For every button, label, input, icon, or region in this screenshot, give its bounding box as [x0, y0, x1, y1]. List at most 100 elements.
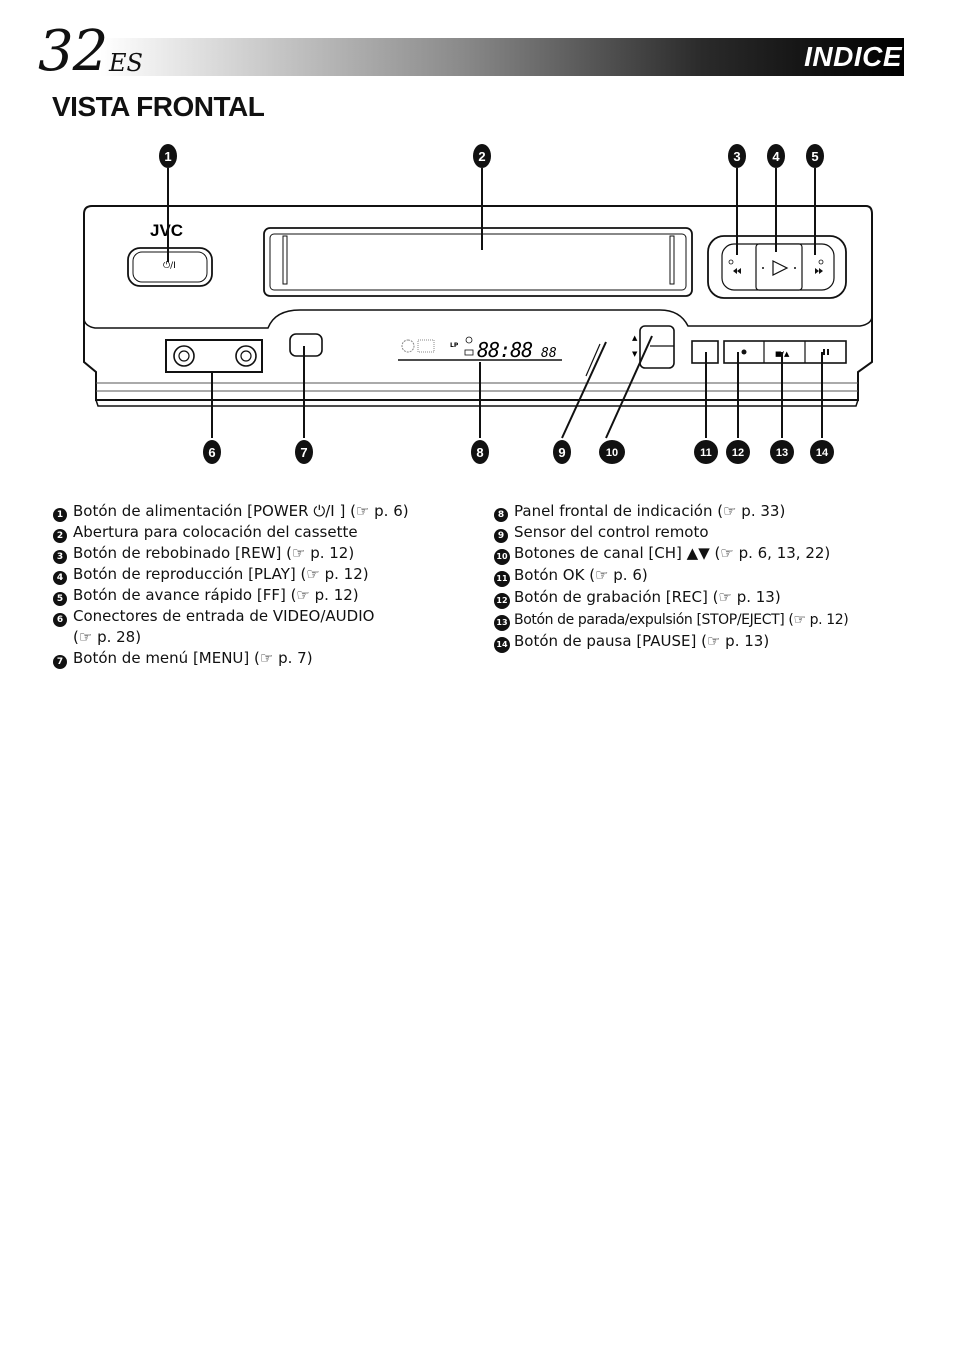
callout-3 — [728, 144, 746, 168]
bottom-button-bar — [723, 340, 847, 364]
cassette-door-hinge — [282, 235, 288, 285]
page-language: ES — [109, 49, 143, 77]
rewind-icon — [733, 268, 741, 274]
legend-text: Conectores de entrada de VIDEO/AUDIO — [73, 607, 375, 625]
callout-14-label: 14 — [816, 447, 829, 459]
callout-13-label: 13 — [776, 447, 788, 459]
channel-down-icon: ▼ — [632, 350, 638, 358]
legend-number-badge: 5 — [53, 592, 67, 606]
callout-10 — [599, 440, 625, 464]
callout-7-label: 7 — [300, 445, 307, 460]
power-button[interactable] — [127, 247, 213, 287]
brand-logo: JVC — [150, 221, 183, 240]
callout-12-label: 12 — [732, 447, 744, 459]
legend-left: 1 Botón de alimentación [POWER ⏻/I ] (☞ p… — [53, 501, 473, 669]
legend-text: Sensor del control remoto — [514, 523, 709, 541]
legend-number-badge: 14 — [494, 637, 510, 653]
rec-icon — [741, 349, 747, 355]
cassette-door — [269, 233, 687, 291]
header-gradient-bar — [100, 38, 904, 76]
legend-item: 4 Botón de reproducción [PLAY] (☞ p. 12) — [53, 564, 473, 585]
section-title: INDICE — [804, 41, 902, 72]
display-lp: LP — [450, 342, 459, 349]
page-number: 32 — [38, 19, 108, 84]
play-button[interactable] — [755, 243, 803, 291]
timer-icon — [465, 336, 473, 344]
av-input-panel — [165, 339, 263, 373]
indicator-dot — [762, 267, 764, 269]
audio-input-jack[interactable] — [235, 345, 257, 367]
callout-5 — [806, 144, 824, 168]
legend-number-badge: 8 — [494, 508, 508, 522]
callout-9-label: 9 — [558, 445, 565, 460]
legend-number-badge: 6 — [53, 613, 67, 627]
fast-forward-icon — [815, 268, 823, 274]
callout-6-label: 6 — [208, 445, 215, 460]
callout-2-label: 2 — [478, 149, 485, 164]
power-icon: ⏻/I — [163, 260, 176, 271]
legend-text: Botón de parada/expulsión [STOP/EJECT] (… — [514, 612, 849, 628]
cassette-door-hinge — [669, 235, 675, 285]
video-input-jack[interactable] — [173, 345, 195, 367]
callout-8-label: 8 — [476, 445, 483, 460]
callout-5-label: 5 — [811, 149, 818, 164]
callout-6 — [203, 440, 221, 464]
remote-sensor-mark — [585, 343, 601, 377]
pause-icon — [823, 349, 829, 355]
legend-item: 8 Panel frontal de indicación (☞ p. 33) — [494, 501, 914, 522]
legend-text: Botón de grabación [REC] (☞ p. 13) — [514, 588, 781, 606]
vcr-front-diagram: JVC ⏻/I LP 88:88 88 ▲ ▼ ■/▲ — [83, 144, 873, 464]
callout-3-label: 3 — [733, 149, 740, 164]
channel-buttons[interactable] — [639, 325, 675, 369]
legend-text: Botón de avance rápido [FF] (☞ p. 12) — [73, 586, 359, 604]
menu-button[interactable] — [289, 333, 323, 357]
callout-1-label: 1 — [164, 149, 171, 164]
callout-2 — [473, 144, 491, 168]
legend-text: Panel frontal de indicación (☞ p. 33) — [514, 502, 786, 520]
cassette-slot — [263, 227, 693, 297]
vps-icon — [464, 349, 474, 356]
callout-12 — [726, 440, 750, 464]
audio-input-jack-inner — [240, 350, 252, 362]
legend-text: Botón de alimentación [POWER ⏻/I ] (☞ p.… — [73, 502, 409, 520]
callout-1 — [159, 144, 177, 168]
vcr-upper-panel-line — [83, 309, 873, 329]
legend-right: 8 Panel frontal de indicación (☞ p. 33) 9… — [494, 501, 914, 653]
legend-text: Botones de canal [CH] ▲▼ (☞ p. 6, 13, 22… — [514, 544, 831, 562]
legend-number-badge: 12 — [494, 593, 510, 609]
display-channel-digits: 88 — [541, 346, 557, 361]
legend-number-badge: 7 — [53, 654, 67, 669]
legend-text: Botón de rebobinado [REW] (☞ p. 12) — [73, 544, 355, 562]
legend-text: Botón de menú [MENU] (☞ p. 7) — [73, 648, 313, 667]
indicator-dot — [794, 267, 796, 269]
legend-text: Botón de reproducción [PLAY] (☞ p. 12) — [73, 565, 369, 583]
play-icon — [772, 260, 789, 276]
vcr-feet — [95, 399, 859, 407]
callout-11-label: 11 — [700, 447, 712, 459]
display-clock-digits: 88:88 — [477, 338, 532, 362]
callout-11 — [694, 440, 718, 464]
callout-4 — [767, 144, 785, 168]
legend-text: Botón de pausa [PAUSE] (☞ p. 13) — [514, 632, 770, 650]
legend-number-badge: 1 — [53, 508, 67, 522]
video-input-jack-inner — [178, 350, 190, 362]
rew-small-icon — [728, 259, 734, 265]
legend-number-badge: 9 — [494, 529, 508, 543]
callout-leaders — [167, 168, 823, 439]
legend-item: 9 Sensor del control remoto — [494, 522, 914, 543]
callout-9 — [553, 440, 571, 464]
legend-text: Abertura para colocación del cassette — [73, 523, 358, 541]
legend-text: Botón OK (☞ p. 6) — [514, 566, 648, 584]
legend-number-badge: 4 — [53, 571, 67, 585]
legend-number-badge: 11 — [494, 571, 510, 587]
callout-8 — [471, 440, 489, 464]
legend-item: 1 Botón de alimentación [POWER ⏻/I ] (☞ p… — [53, 501, 473, 522]
pause-button[interactable] — [805, 341, 846, 363]
